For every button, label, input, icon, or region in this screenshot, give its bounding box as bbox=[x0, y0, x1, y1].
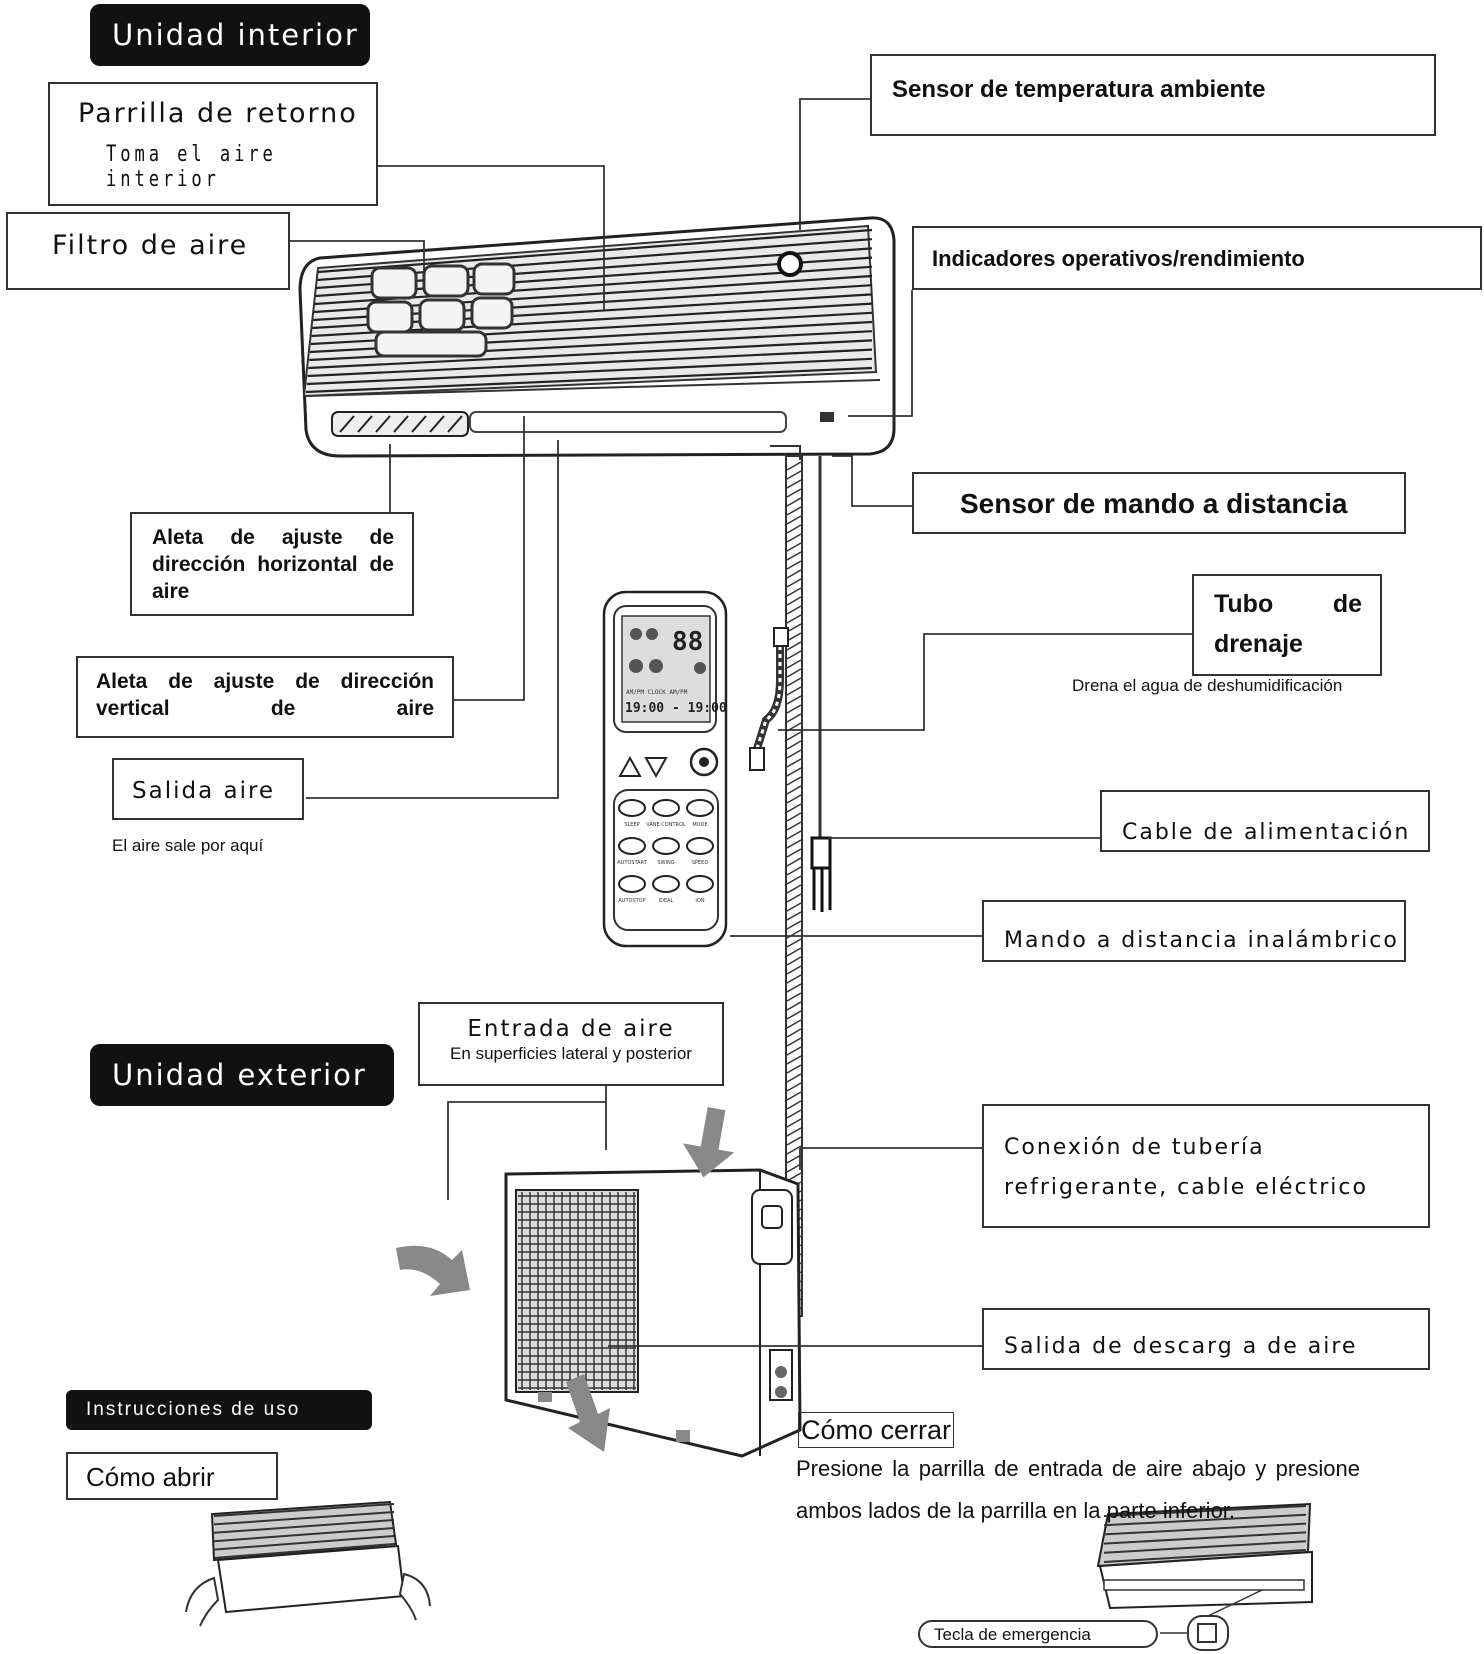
remote-sensor-icon bbox=[820, 412, 834, 422]
remote-display-digits: 88 bbox=[672, 627, 703, 657]
temp-up-icon bbox=[618, 755, 642, 777]
air-filter-label: Filtro de aire bbox=[6, 212, 290, 290]
indicators-label: Indicadores operativos/rendimiento bbox=[912, 226, 1482, 290]
power-cable-label: Cable de alimentación bbox=[1100, 790, 1430, 852]
close-instructions: Presione la parrilla de entrada de aire … bbox=[796, 1456, 1360, 1523]
open-illustration bbox=[185, 1500, 431, 1627]
instructions-heading: Instrucciones de uso bbox=[66, 1390, 372, 1430]
temperature-sensor-icon bbox=[777, 251, 803, 277]
wireless-remote-label: Mando a distancia inalámbrico bbox=[982, 900, 1406, 962]
indoor-unit bbox=[298, 216, 896, 458]
air-discharge-arrow-icon bbox=[566, 1374, 610, 1452]
remote-sensor-label: Sensor de mando a distancia bbox=[912, 472, 1406, 534]
how-to-close-label: Cómo cerrar bbox=[798, 1412, 955, 1448]
temperature-sensor-label: Sensor de temperatura ambiente bbox=[870, 54, 1436, 136]
air-inlet-subtitle: En superficies lateral y posterior bbox=[450, 1044, 692, 1063]
remote-button bbox=[618, 799, 646, 817]
remote-button bbox=[652, 799, 680, 817]
return-grille-label: Parrilla de retorno Toma el aire interio… bbox=[48, 82, 378, 206]
remote-button bbox=[686, 875, 714, 893]
remote-button-label: SWING bbox=[657, 860, 674, 866]
remote-button bbox=[618, 837, 646, 855]
remote-button-label: MODE bbox=[692, 822, 707, 828]
how-to-open-label: Cómo abrir bbox=[66, 1452, 278, 1500]
remote-button-label: SPEED bbox=[692, 860, 709, 866]
drain-pipe-icon bbox=[749, 747, 765, 771]
hand-right-icon bbox=[398, 1572, 431, 1621]
horizontal-louver-label: Aleta de ajuste de dirección horizontal … bbox=[130, 512, 414, 616]
temp-down-icon bbox=[644, 757, 668, 779]
air-inflow-arrow-icon bbox=[396, 1245, 470, 1296]
drain-pipe-label: Tubo de drenaje bbox=[1192, 574, 1382, 676]
hand-left-icon bbox=[185, 1576, 220, 1627]
remote-button-label: ION bbox=[695, 898, 704, 904]
remote-display-times: 19:00 - 19:00 bbox=[625, 701, 727, 716]
leader-lines bbox=[288, 98, 1192, 1347]
remote-button bbox=[652, 837, 680, 855]
air-outlet-subtitle: El aire sale por aquí bbox=[112, 836, 264, 855]
remote-button-label: AUTOSTART bbox=[617, 860, 647, 866]
air-filter-panels bbox=[366, 262, 516, 358]
air-inflow-top-arrow-icon bbox=[683, 1107, 735, 1178]
remote-button-label: AUTOSTOP bbox=[618, 898, 645, 904]
close-illustration bbox=[1096, 1502, 1313, 1651]
remote-button-label: IDEAL bbox=[659, 898, 674, 904]
air-inlet-title: Entrada de aire bbox=[467, 1016, 675, 1042]
refrigerant-connection-label: Conexión de tubería refrigerante, cable … bbox=[982, 1104, 1430, 1228]
power-plug-icon bbox=[810, 836, 832, 870]
remote-button-label: SLEEP bbox=[624, 822, 639, 828]
indoor-unit-heading: Unidad interior bbox=[90, 4, 370, 66]
air-inlet-label: Entrada de aire En superficies lateral y… bbox=[418, 1002, 724, 1086]
remote-control: 88 AM/PM CLOCK AM/PM 19:00 - 19:00 SLEEP… bbox=[602, 590, 728, 948]
remote-button-label: VANE CONTROL bbox=[646, 822, 686, 828]
remote-button bbox=[618, 875, 646, 893]
remote-button bbox=[686, 837, 714, 855]
remote-button bbox=[652, 875, 680, 893]
drain-pipe-subtitle: Drena el agua de deshumidificación bbox=[1072, 676, 1343, 695]
air-outlet-label: Salida aire bbox=[112, 758, 304, 820]
emergency-key-label: Tecla de emergencia bbox=[918, 1620, 1158, 1648]
outdoor-unit-heading: Unidad exterior bbox=[90, 1044, 394, 1106]
outdoor-unit bbox=[396, 1107, 802, 1458]
remote-display-header: AM/PM CLOCK AM/PM bbox=[626, 689, 688, 696]
discharge-outlet-label: Salida de descarg a de aire bbox=[982, 1308, 1430, 1370]
remote-button bbox=[686, 799, 714, 817]
vertical-louver-label: Aleta de ajuste de dirección vertical de… bbox=[76, 656, 454, 738]
return-grille-title: Parrilla de retorno bbox=[78, 98, 358, 129]
return-grille-subtitle: Toma el aire interior bbox=[106, 142, 277, 192]
